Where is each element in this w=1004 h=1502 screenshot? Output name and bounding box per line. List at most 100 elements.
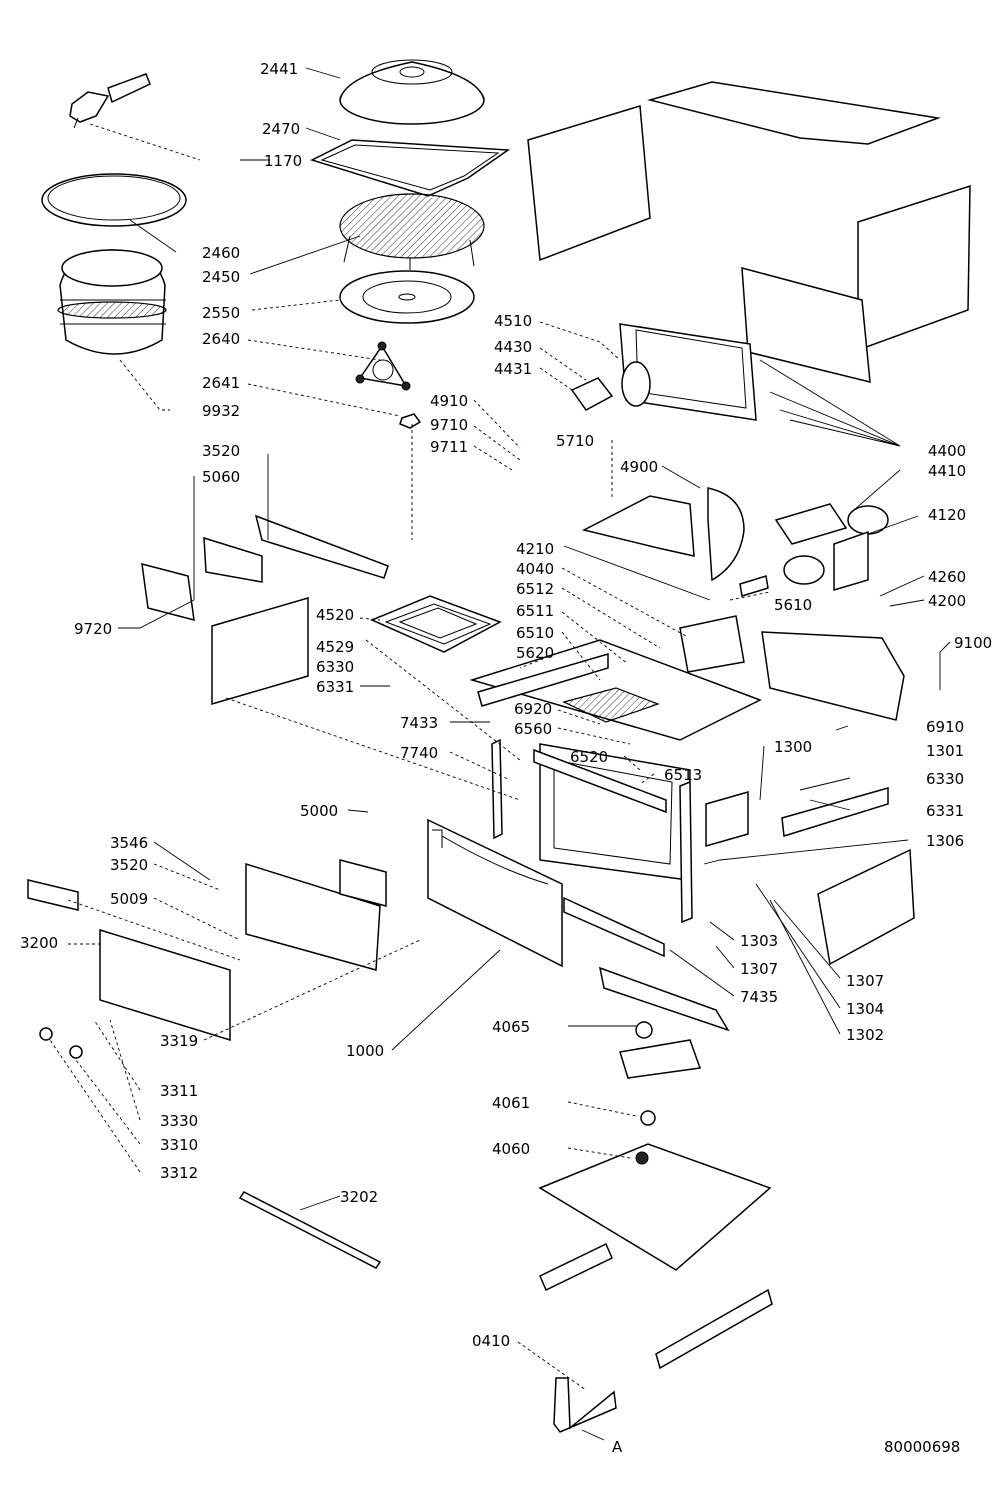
callout-2470: 2470 — [262, 120, 300, 138]
part-4520-heater — [370, 595, 502, 653]
callout-1300: 1300 — [774, 738, 812, 756]
callout-5710: 5710 — [556, 432, 594, 450]
part-5000-control-module — [245, 859, 387, 971]
callout-9720: 9720 — [74, 620, 112, 638]
callout-4260: 4260 — [928, 568, 966, 586]
part-5060-bracket — [203, 536, 263, 583]
callout-3311: 3311 — [160, 1082, 198, 1100]
callout-9100: 9100 — [954, 634, 992, 652]
callout-2640: 2640 — [202, 330, 240, 348]
callout-3312: 3312 — [160, 1164, 198, 1182]
callout-3202: 3202 — [340, 1188, 378, 1206]
callout-1307-a: 1307 — [740, 960, 778, 978]
callout-7435: 7435 — [740, 988, 778, 1006]
callout-4410: 4410 — [928, 462, 966, 480]
callout-9711: 9711 — [430, 438, 468, 456]
part-4529-panel — [211, 597, 309, 705]
callout-3330: 3330 — [160, 1112, 198, 1130]
part-9932-steamer — [57, 249, 167, 355]
part-2470-tray — [309, 139, 511, 197]
callout-5610: 5610 — [774, 596, 812, 614]
callout-9710: 9710 — [430, 416, 468, 434]
callout-7433: 7433 — [400, 714, 438, 732]
callout-1306: 1306 — [926, 832, 964, 850]
callout-6331-b: 6331 — [926, 802, 964, 820]
callout-4210: 4210 — [516, 540, 554, 558]
part-1170-tool — [69, 73, 151, 129]
part-2641-coupler — [399, 413, 422, 429]
callout-labels: 2441 2470 1170 2460 2450 2550 2640 2641 … — [20, 60, 992, 1456]
callout-2441: 2441 — [260, 60, 298, 78]
callout-6512: 6512 — [516, 580, 554, 598]
callout-4061: 4061 — [492, 1094, 530, 1112]
callout-6330-b: 6330 — [926, 770, 964, 788]
callout-1301: 1301 — [926, 742, 964, 760]
callout-5620: 5620 — [516, 644, 554, 662]
part-top-cover — [647, 81, 941, 145]
callout-2641: 2641 — [202, 374, 240, 392]
part-2550-turntable — [339, 270, 475, 324]
part-4410-motor — [774, 503, 889, 592]
callout-5000: 5000 — [300, 802, 338, 820]
callout-1307-b: 1307 — [846, 972, 884, 990]
callout-6330-a: 6330 — [316, 658, 354, 676]
callout-1170: 1170 — [264, 152, 302, 170]
callout-4910: 4910 — [430, 392, 468, 410]
callout-6510: 6510 — [516, 624, 554, 642]
part-2450-rack — [339, 193, 485, 270]
callout-3546: 3546 — [110, 834, 148, 852]
callout-6910: 6910 — [926, 718, 964, 736]
callout-6520: 6520 — [570, 748, 608, 766]
callout-1303: 1303 — [740, 932, 778, 950]
part-1000-door — [427, 818, 563, 968]
callout-4200: 4200 — [928, 592, 966, 610]
callout-4040: 4040 — [516, 560, 554, 578]
callout-4431: 4431 — [494, 360, 532, 378]
callout-1302: 1302 — [846, 1026, 884, 1044]
callout-9932: 9932 — [202, 402, 240, 420]
leader-lines — [49, 67, 951, 1441]
callout-3200: 3200 — [20, 934, 58, 952]
part-4060-base-plate — [538, 1021, 772, 1271]
callout-5009: 5009 — [110, 890, 148, 908]
part-9100-bracket — [761, 631, 905, 721]
part-3200-front-panel — [99, 928, 231, 1042]
callout-4900: 4900 — [620, 458, 658, 476]
callout-4520: 4520 — [316, 606, 354, 624]
callout-1304: 1304 — [846, 1000, 884, 1018]
callout-3310: 3310 — [160, 1136, 198, 1154]
part-1306-seal — [817, 848, 915, 966]
callout-5060: 5060 — [202, 468, 240, 486]
part-9720-board — [141, 562, 195, 622]
part-4040-transformer — [679, 615, 745, 673]
callout-7740: 7740 — [400, 744, 438, 762]
callout-3520-a: 3520 — [202, 442, 240, 460]
callout-3520-b: 3520 — [110, 856, 148, 874]
callout-4430: 4430 — [494, 338, 532, 356]
callout-6560: 6560 — [514, 720, 552, 738]
callout-4510: 4510 — [494, 312, 532, 330]
part-cavity-box — [469, 639, 762, 881]
callout-4529: 4529 — [316, 638, 354, 656]
callout-0410: 0410 — [472, 1332, 510, 1350]
callout-4120: 4120 — [928, 506, 966, 524]
callout-4400: 4400 — [928, 442, 966, 460]
callout-2550: 2550 — [202, 304, 240, 322]
callout-6920: 6920 — [514, 700, 552, 718]
callout-A: A — [612, 1438, 623, 1456]
callout-6513: 6513 — [664, 766, 702, 784]
callout-4060: 4060 — [492, 1140, 530, 1158]
callout-4065: 4065 — [492, 1018, 530, 1036]
part-2441-cover — [339, 59, 485, 125]
callout-2460: 2460 — [202, 244, 240, 262]
part-2640-roller-ring — [355, 341, 411, 391]
part-3202-rail — [238, 1191, 382, 1269]
document-code: 80000698 — [884, 1438, 960, 1456]
part-0410-foot — [553, 1377, 617, 1433]
callout-3319: 3319 — [160, 1032, 198, 1050]
part-2460-plate — [41, 173, 187, 227]
callout-1000: 1000 — [346, 1042, 384, 1060]
callout-2450: 2450 — [202, 268, 240, 286]
callout-6511: 6511 — [516, 602, 554, 620]
